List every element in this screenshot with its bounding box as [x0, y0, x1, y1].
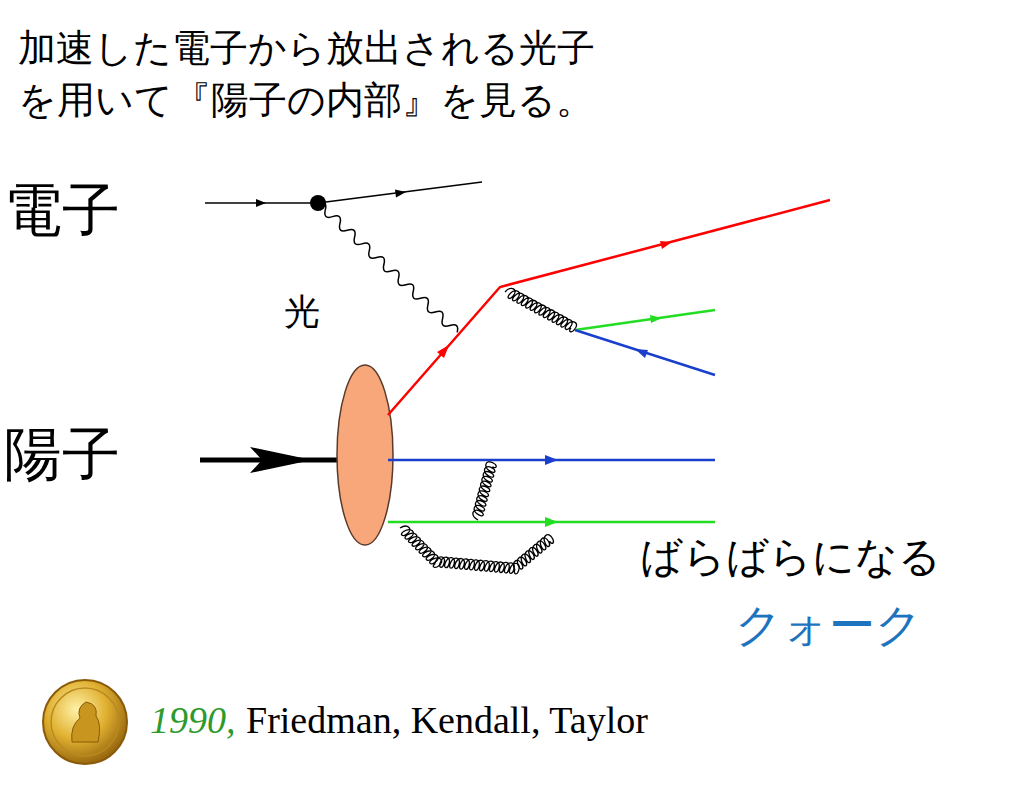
- arrow-head: [545, 455, 558, 465]
- quark-line: [575, 310, 715, 330]
- gluon-coil: [471, 461, 496, 521]
- arrow-head: [635, 349, 648, 358]
- nobel-medal: [43, 680, 127, 764]
- arrow-head: [256, 199, 266, 207]
- arrow-head: [250, 447, 312, 473]
- quark-label: クォーク: [735, 598, 922, 653]
- note-label: ばらばらになる: [640, 532, 941, 582]
- title: 加速した電子から放出される光子 を用いて『陽子の内部』を見る。: [18, 22, 606, 126]
- arrow-head: [660, 241, 672, 249]
- gluon-coil: [503, 286, 578, 333]
- photon-wave: [315, 200, 460, 336]
- arrow-head: [545, 517, 558, 527]
- struck-quark: [388, 200, 830, 415]
- arrow-head: [395, 189, 406, 197]
- gluon-coil: [397, 523, 555, 574]
- proton-body: [337, 365, 393, 545]
- electron-line: [318, 182, 482, 203]
- arrow-head: [437, 345, 449, 358]
- photon-label: 光: [284, 290, 320, 333]
- laureates-label: Friedman, Kendall, Taylor: [246, 698, 648, 744]
- particle-label: 電子: [4, 176, 120, 246]
- particle-label: 陽子: [4, 420, 120, 490]
- arrow-head: [650, 315, 662, 323]
- antiquark-line: [575, 330, 715, 375]
- year-label: 1990,: [150, 698, 236, 744]
